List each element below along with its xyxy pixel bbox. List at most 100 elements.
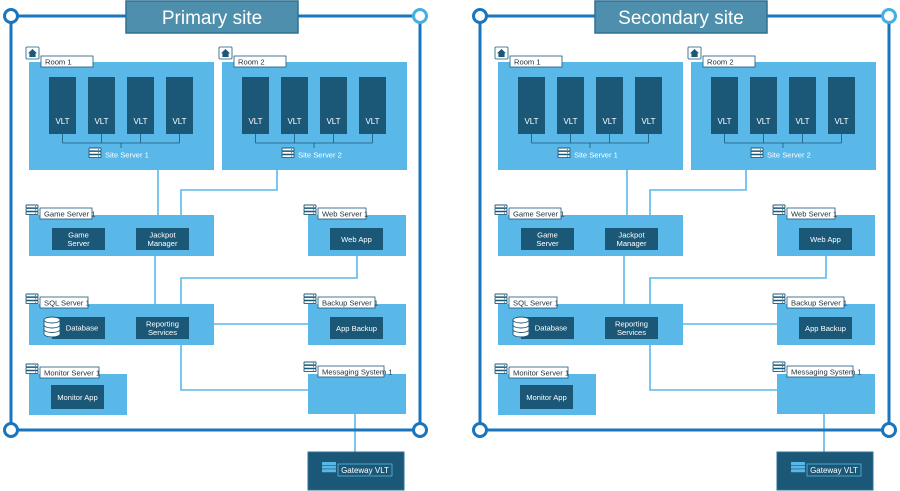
backup-server: Backup Server 1 App Backup bbox=[303, 293, 406, 345]
room-label-tab bbox=[509, 55, 563, 68]
room-label: Room 1 bbox=[514, 57, 541, 66]
messaging-system-label: Messaging System 1 bbox=[791, 367, 861, 376]
web-server: Web Server 1 Web App bbox=[303, 204, 406, 256]
messaging-system-label-tab bbox=[786, 365, 854, 378]
site-title: Primary site bbox=[162, 8, 262, 29]
server-icon bbox=[791, 462, 805, 473]
home-icon bbox=[494, 46, 509, 60]
app-backup-module-label: App Backup bbox=[336, 324, 377, 333]
link-web-server-sql-server bbox=[180, 256, 358, 304]
game-server-label-tab bbox=[508, 207, 562, 220]
web-app-module bbox=[799, 228, 852, 250]
web-server-label: Web Server 1 bbox=[322, 209, 368, 218]
gateway-label-frame bbox=[337, 463, 393, 477]
site-title-banner bbox=[594, 0, 768, 34]
vlt-terminal bbox=[828, 77, 855, 134]
vlt-terminal bbox=[750, 77, 777, 134]
sql-server-label: SQL Server 1 bbox=[513, 298, 559, 307]
app-backup-module bbox=[799, 317, 852, 339]
backup-server-label: Backup Server 1 bbox=[791, 298, 847, 307]
monitor-server-label-tab bbox=[508, 366, 569, 379]
messaging-system-panel bbox=[777, 374, 875, 414]
server-icon bbox=[494, 204, 508, 216]
server-icon bbox=[557, 147, 571, 159]
server-icon bbox=[494, 293, 508, 305]
database-label: Database bbox=[535, 324, 568, 333]
server-icon bbox=[25, 204, 39, 216]
server-icon bbox=[772, 361, 786, 373]
site-title: Secondary site bbox=[618, 8, 744, 29]
server-icon bbox=[25, 293, 39, 305]
game-server-label: Game Server 1 bbox=[44, 209, 96, 218]
messaging-system: Messaging System 1 bbox=[303, 361, 406, 414]
server-icon bbox=[25, 363, 39, 375]
gateway-label-frame bbox=[806, 463, 862, 477]
link-sql-server-messaging bbox=[180, 345, 308, 391]
vlt-label: VLT bbox=[717, 117, 731, 126]
gateway-vlt-label: Gateway VLT bbox=[810, 466, 858, 475]
jackpot-manager-module bbox=[605, 228, 658, 250]
database-icon bbox=[43, 316, 61, 338]
vlt-label: VLT bbox=[365, 117, 379, 126]
vlt-label: VLT bbox=[795, 117, 809, 126]
database-module bbox=[52, 317, 105, 339]
vlt-label: VLT bbox=[133, 117, 147, 126]
vlt-terminal bbox=[88, 77, 115, 134]
vlt-label: VLT bbox=[602, 117, 616, 126]
corner-node bbox=[881, 422, 897, 438]
room-label: Room 2 bbox=[707, 57, 734, 66]
vlt-label: VLT bbox=[563, 117, 577, 126]
link-site-server-2-game-server bbox=[180, 170, 278, 215]
messaging-system-label: Messaging System 1 bbox=[322, 367, 392, 376]
home-icon bbox=[218, 46, 233, 60]
server-icon bbox=[322, 462, 336, 473]
vlt-terminal bbox=[596, 77, 623, 134]
vlt-terminal bbox=[789, 77, 816, 134]
monitor-server-label: Monitor Server 1 bbox=[44, 368, 100, 377]
server-icon bbox=[303, 293, 317, 305]
corner-node bbox=[472, 422, 488, 438]
vlt-label: VLT bbox=[94, 117, 108, 126]
vlt-terminal bbox=[359, 77, 386, 134]
messaging-system-panel bbox=[308, 374, 406, 414]
site-server-label: Site Server 1 bbox=[574, 151, 618, 160]
jackpot-manager-module bbox=[136, 228, 189, 250]
web-app-module-label: Web App bbox=[341, 235, 372, 244]
monitor-app-module bbox=[51, 385, 104, 409]
home-icon bbox=[687, 46, 702, 60]
vlt-terminal bbox=[127, 77, 154, 134]
corner-node bbox=[412, 8, 428, 24]
vlt-label: VLT bbox=[326, 117, 340, 126]
room-label-tab bbox=[40, 55, 94, 68]
backup-server-label: Backup Server 1 bbox=[322, 298, 378, 307]
link-site-server-2-game-server bbox=[649, 170, 747, 215]
vlt-terminal bbox=[281, 77, 308, 134]
monitor-server: Monitor Server 1 Monitor App bbox=[25, 363, 127, 415]
monitor-app-module-label: Monitor App bbox=[57, 393, 98, 402]
messaging-system-label-tab bbox=[317, 365, 385, 378]
vlt-terminal bbox=[557, 77, 584, 134]
server-icon bbox=[303, 204, 317, 216]
game-server-label: Game Server 1 bbox=[513, 209, 565, 218]
vlt-terminal bbox=[711, 77, 738, 134]
monitor-app-module bbox=[520, 385, 573, 409]
room-label-tab bbox=[702, 55, 756, 68]
server-icon bbox=[750, 147, 764, 159]
vlt-terminal bbox=[320, 77, 347, 134]
corner-node bbox=[3, 8, 19, 24]
backup-server-label-tab bbox=[786, 296, 845, 309]
sql-server-label: SQL Server 1 bbox=[44, 298, 90, 307]
room-label-tab bbox=[233, 55, 287, 68]
